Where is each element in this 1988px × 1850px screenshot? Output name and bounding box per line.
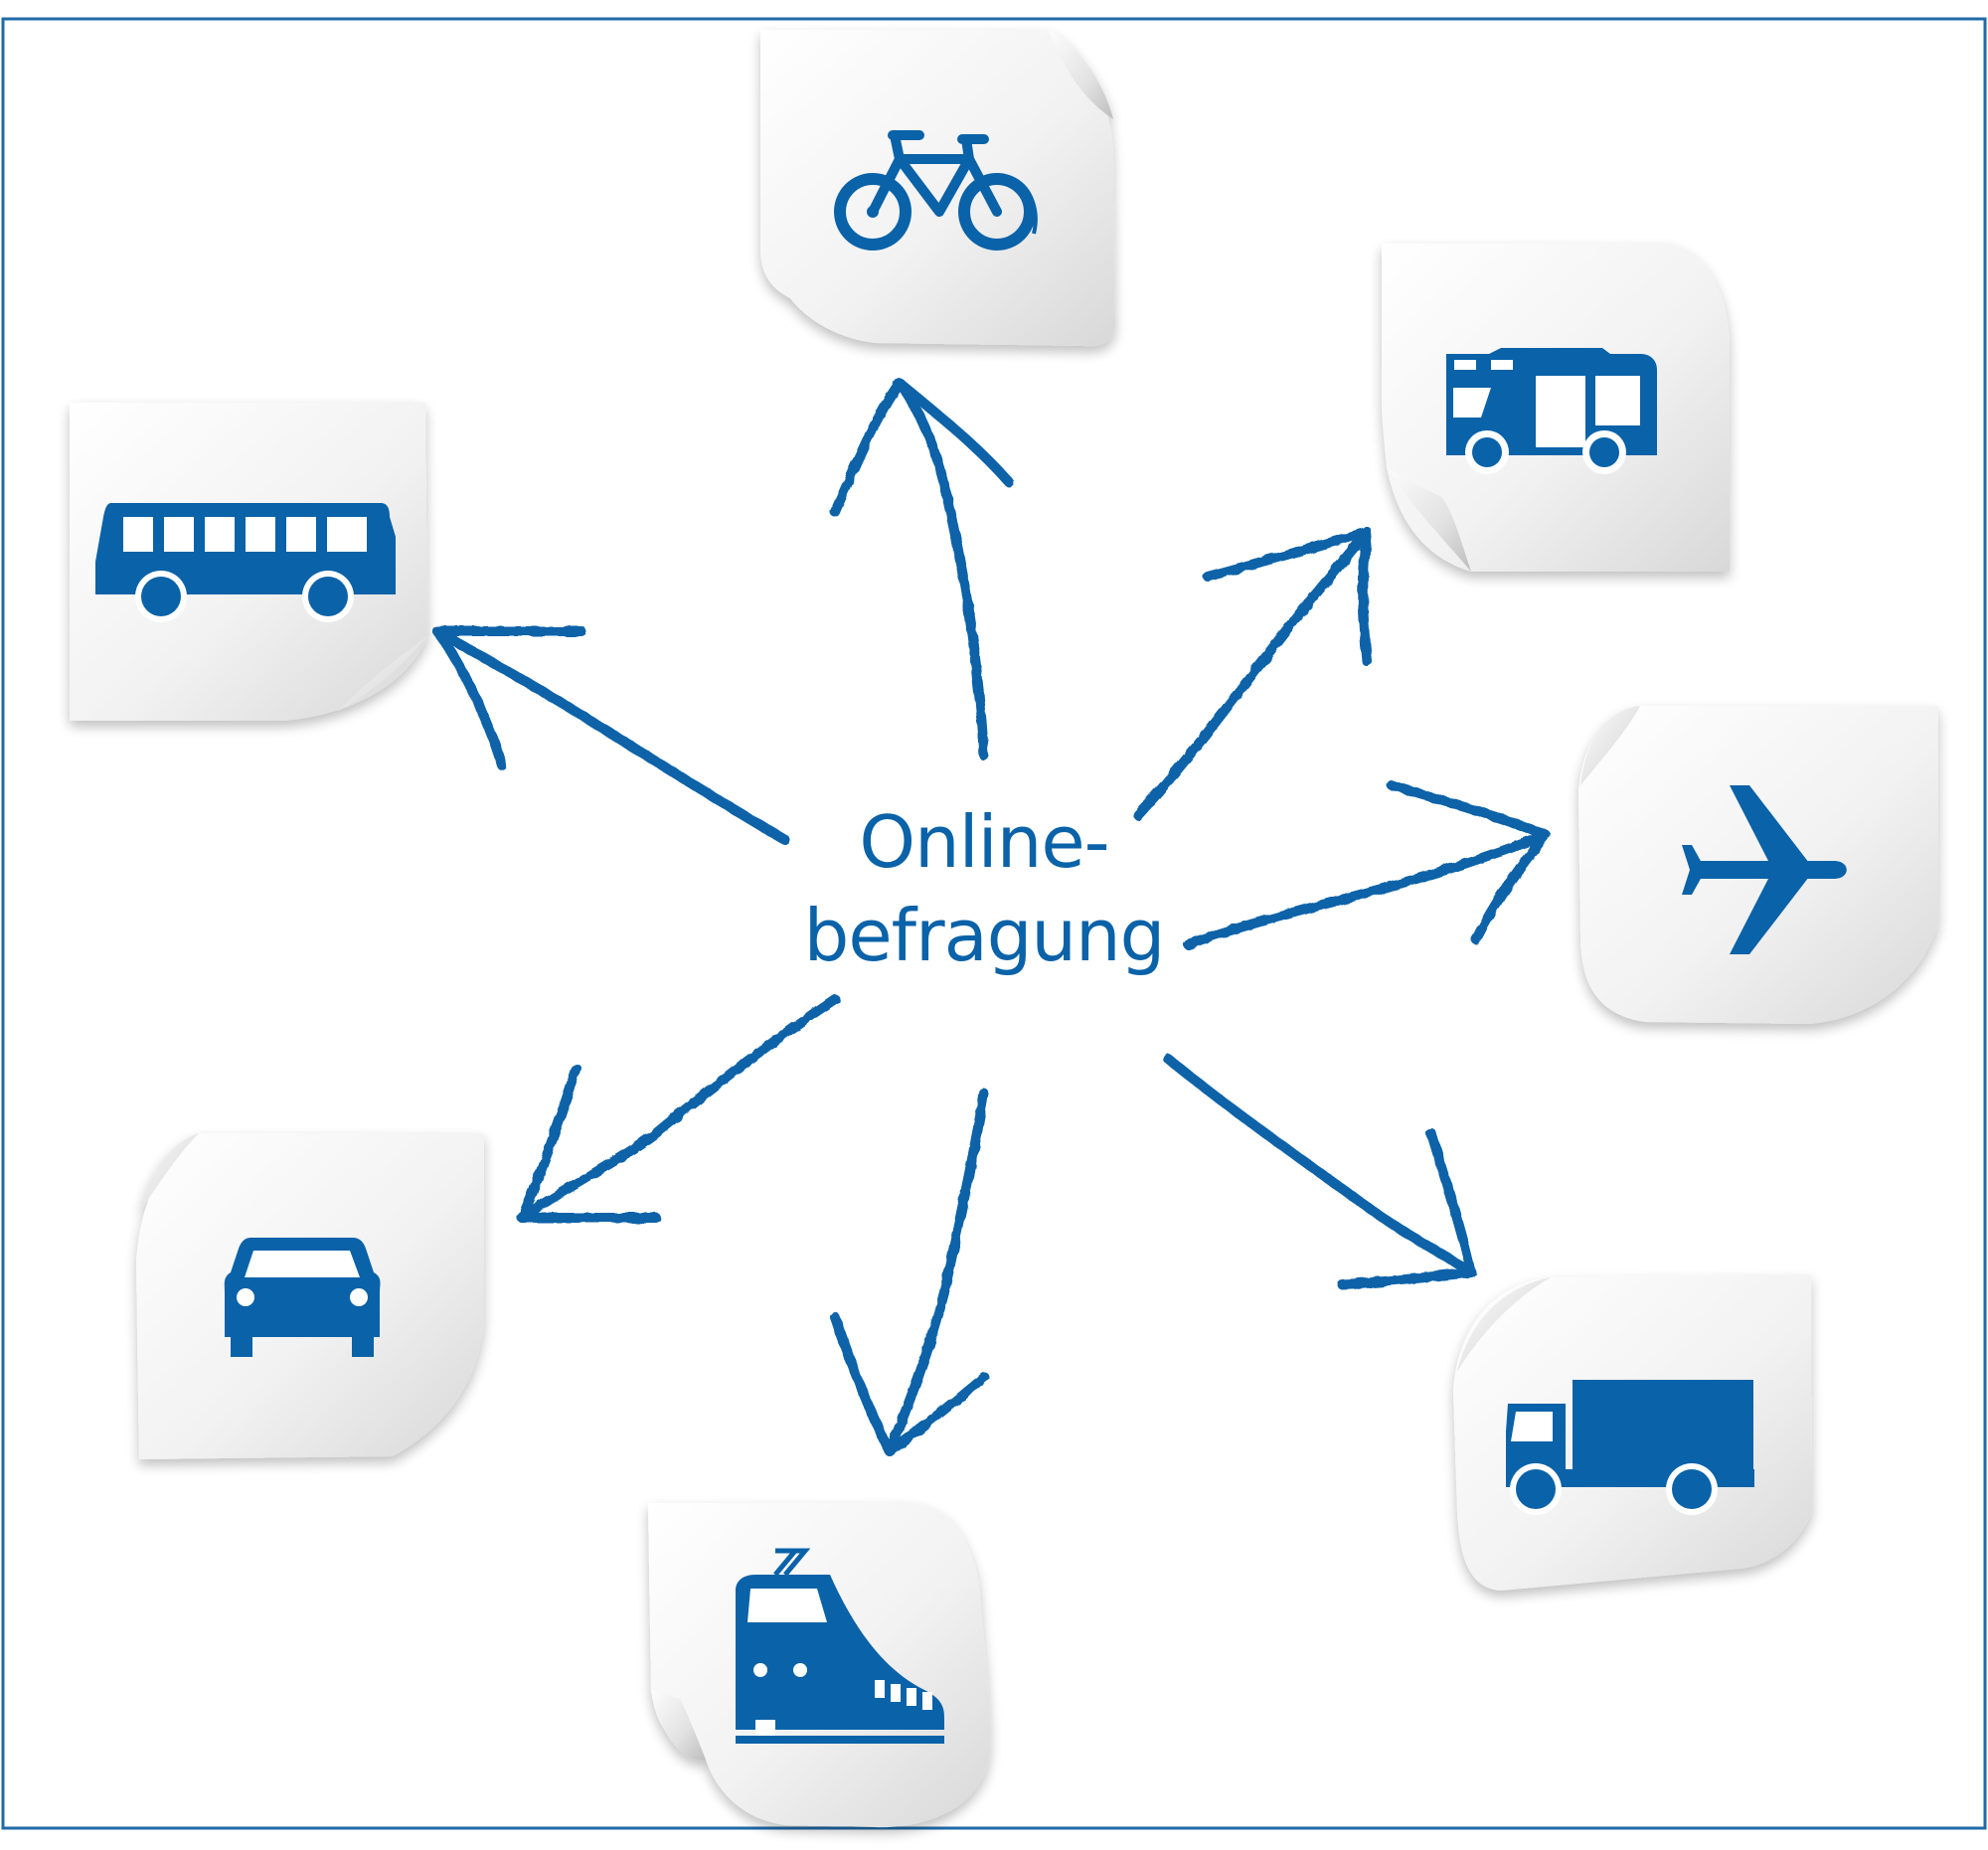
- arrowhead-camper: [1203, 527, 1372, 666]
- outer-border: [1, 17, 1987, 1830]
- arrow-to-airplane: [1183, 830, 1551, 949]
- arrow-to-car: [517, 994, 840, 1223]
- arrow-to-train: [885, 1089, 989, 1456]
- sticker-bicycle: [760, 30, 1115, 347]
- arrow-to-bicycle: [895, 378, 989, 760]
- arrowhead-bus: [432, 625, 586, 770]
- car-icon: [224, 1238, 381, 1357]
- airplane-icon: [1682, 785, 1847, 954]
- arrowhead-airplane: [1387, 780, 1551, 944]
- title-line-1: Online-: [859, 800, 1109, 884]
- arrowhead-car: [517, 1064, 661, 1224]
- truck-icon: [1506, 1380, 1754, 1515]
- arrowhead-truck: [1337, 1128, 1476, 1289]
- arrowhead-bicycle: [830, 378, 1014, 517]
- arrow-to-camper: [1133, 527, 1372, 820]
- bus-icon: [95, 503, 396, 622]
- camper-van-icon: [1446, 348, 1657, 474]
- arrows: [432, 378, 1551, 1456]
- title-line-2: befragung: [803, 894, 1166, 977]
- arrow-to-bus: [432, 626, 790, 845]
- arrow-to-truck: [1163, 1054, 1476, 1277]
- train-icon: [736, 1548, 944, 1744]
- bicycle-icon: [834, 130, 1038, 251]
- arrowhead-train: [830, 1312, 989, 1456]
- center-title: Online- befragung: [775, 795, 1193, 982]
